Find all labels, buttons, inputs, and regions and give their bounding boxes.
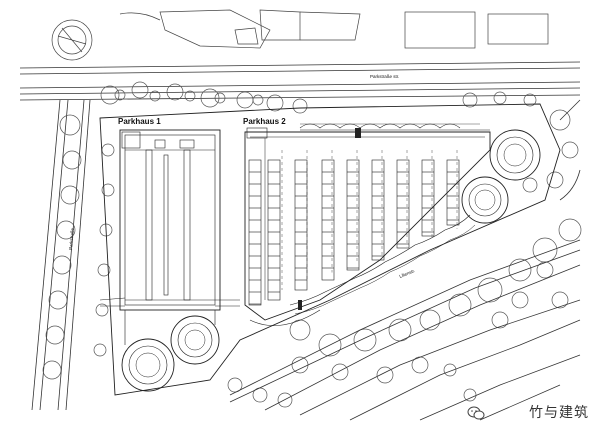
parking-stall-column (371, 159, 385, 261)
tree (236, 91, 254, 109)
watermark-text: 竹与建筑 (529, 405, 589, 421)
tree (149, 90, 161, 102)
parking-stall-column (396, 159, 410, 249)
tree (549, 109, 571, 131)
street-top-label: Parkstraße str. (370, 74, 399, 79)
tree (48, 290, 68, 310)
parking-stall-column (248, 159, 262, 306)
left-road (31, 99, 91, 411)
tree (546, 171, 564, 189)
tree (277, 392, 293, 408)
top-buildings (51, 9, 549, 61)
tree (331, 363, 349, 381)
tree (97, 263, 111, 277)
tree (536, 261, 554, 279)
tree (60, 185, 80, 205)
lower-road (229, 99, 581, 421)
tree (463, 388, 477, 402)
parkhaus-2-label: Parkhaus 2 (243, 117, 286, 126)
tree (493, 91, 507, 105)
tree (214, 92, 226, 104)
tree (292, 98, 308, 114)
tree (56, 220, 76, 240)
tree (318, 333, 342, 357)
tree (522, 177, 538, 193)
site-boundary (99, 103, 561, 396)
tree (52, 255, 72, 275)
tree (62, 150, 82, 170)
tree (227, 377, 243, 393)
tree (114, 89, 126, 101)
parking-stall-column (346, 159, 360, 271)
tree (477, 277, 503, 303)
parkhaus-2 (244, 123, 541, 326)
tree (93, 343, 107, 357)
tree (95, 303, 109, 317)
tree (462, 92, 478, 108)
tree (131, 81, 149, 99)
top-road (19, 61, 581, 101)
tree (166, 83, 184, 101)
street-left-label: Parkstraße (68, 227, 75, 250)
parking-stall-column (267, 159, 281, 301)
tree (491, 311, 509, 329)
tree (101, 183, 115, 197)
tree (523, 93, 537, 107)
tree (353, 328, 377, 352)
tree (558, 218, 582, 242)
tree (291, 356, 309, 374)
tree (419, 309, 441, 331)
parking-stall-column (294, 159, 308, 291)
tree (561, 141, 579, 159)
tree (443, 363, 457, 377)
tree (59, 114, 81, 136)
street-mid-label: Lilienstr. (399, 268, 416, 279)
tree (45, 325, 65, 345)
tree (448, 293, 472, 317)
trees (42, 81, 582, 408)
parking-stall-column (421, 159, 435, 237)
tree (551, 291, 569, 309)
tree (266, 94, 284, 112)
tree (184, 90, 196, 102)
parkhaus-1-label: Parkhaus 1 (118, 117, 161, 126)
tree (511, 291, 529, 309)
parking-stall-column (446, 159, 460, 226)
tree (42, 360, 62, 380)
tree (101, 143, 115, 157)
tree (252, 94, 264, 106)
parkhaus-1 (99, 129, 240, 392)
tree (289, 319, 311, 341)
tree (508, 258, 532, 282)
tree (100, 85, 120, 105)
wechat-icon (467, 406, 485, 420)
tree (376, 366, 394, 384)
tree (200, 88, 220, 108)
